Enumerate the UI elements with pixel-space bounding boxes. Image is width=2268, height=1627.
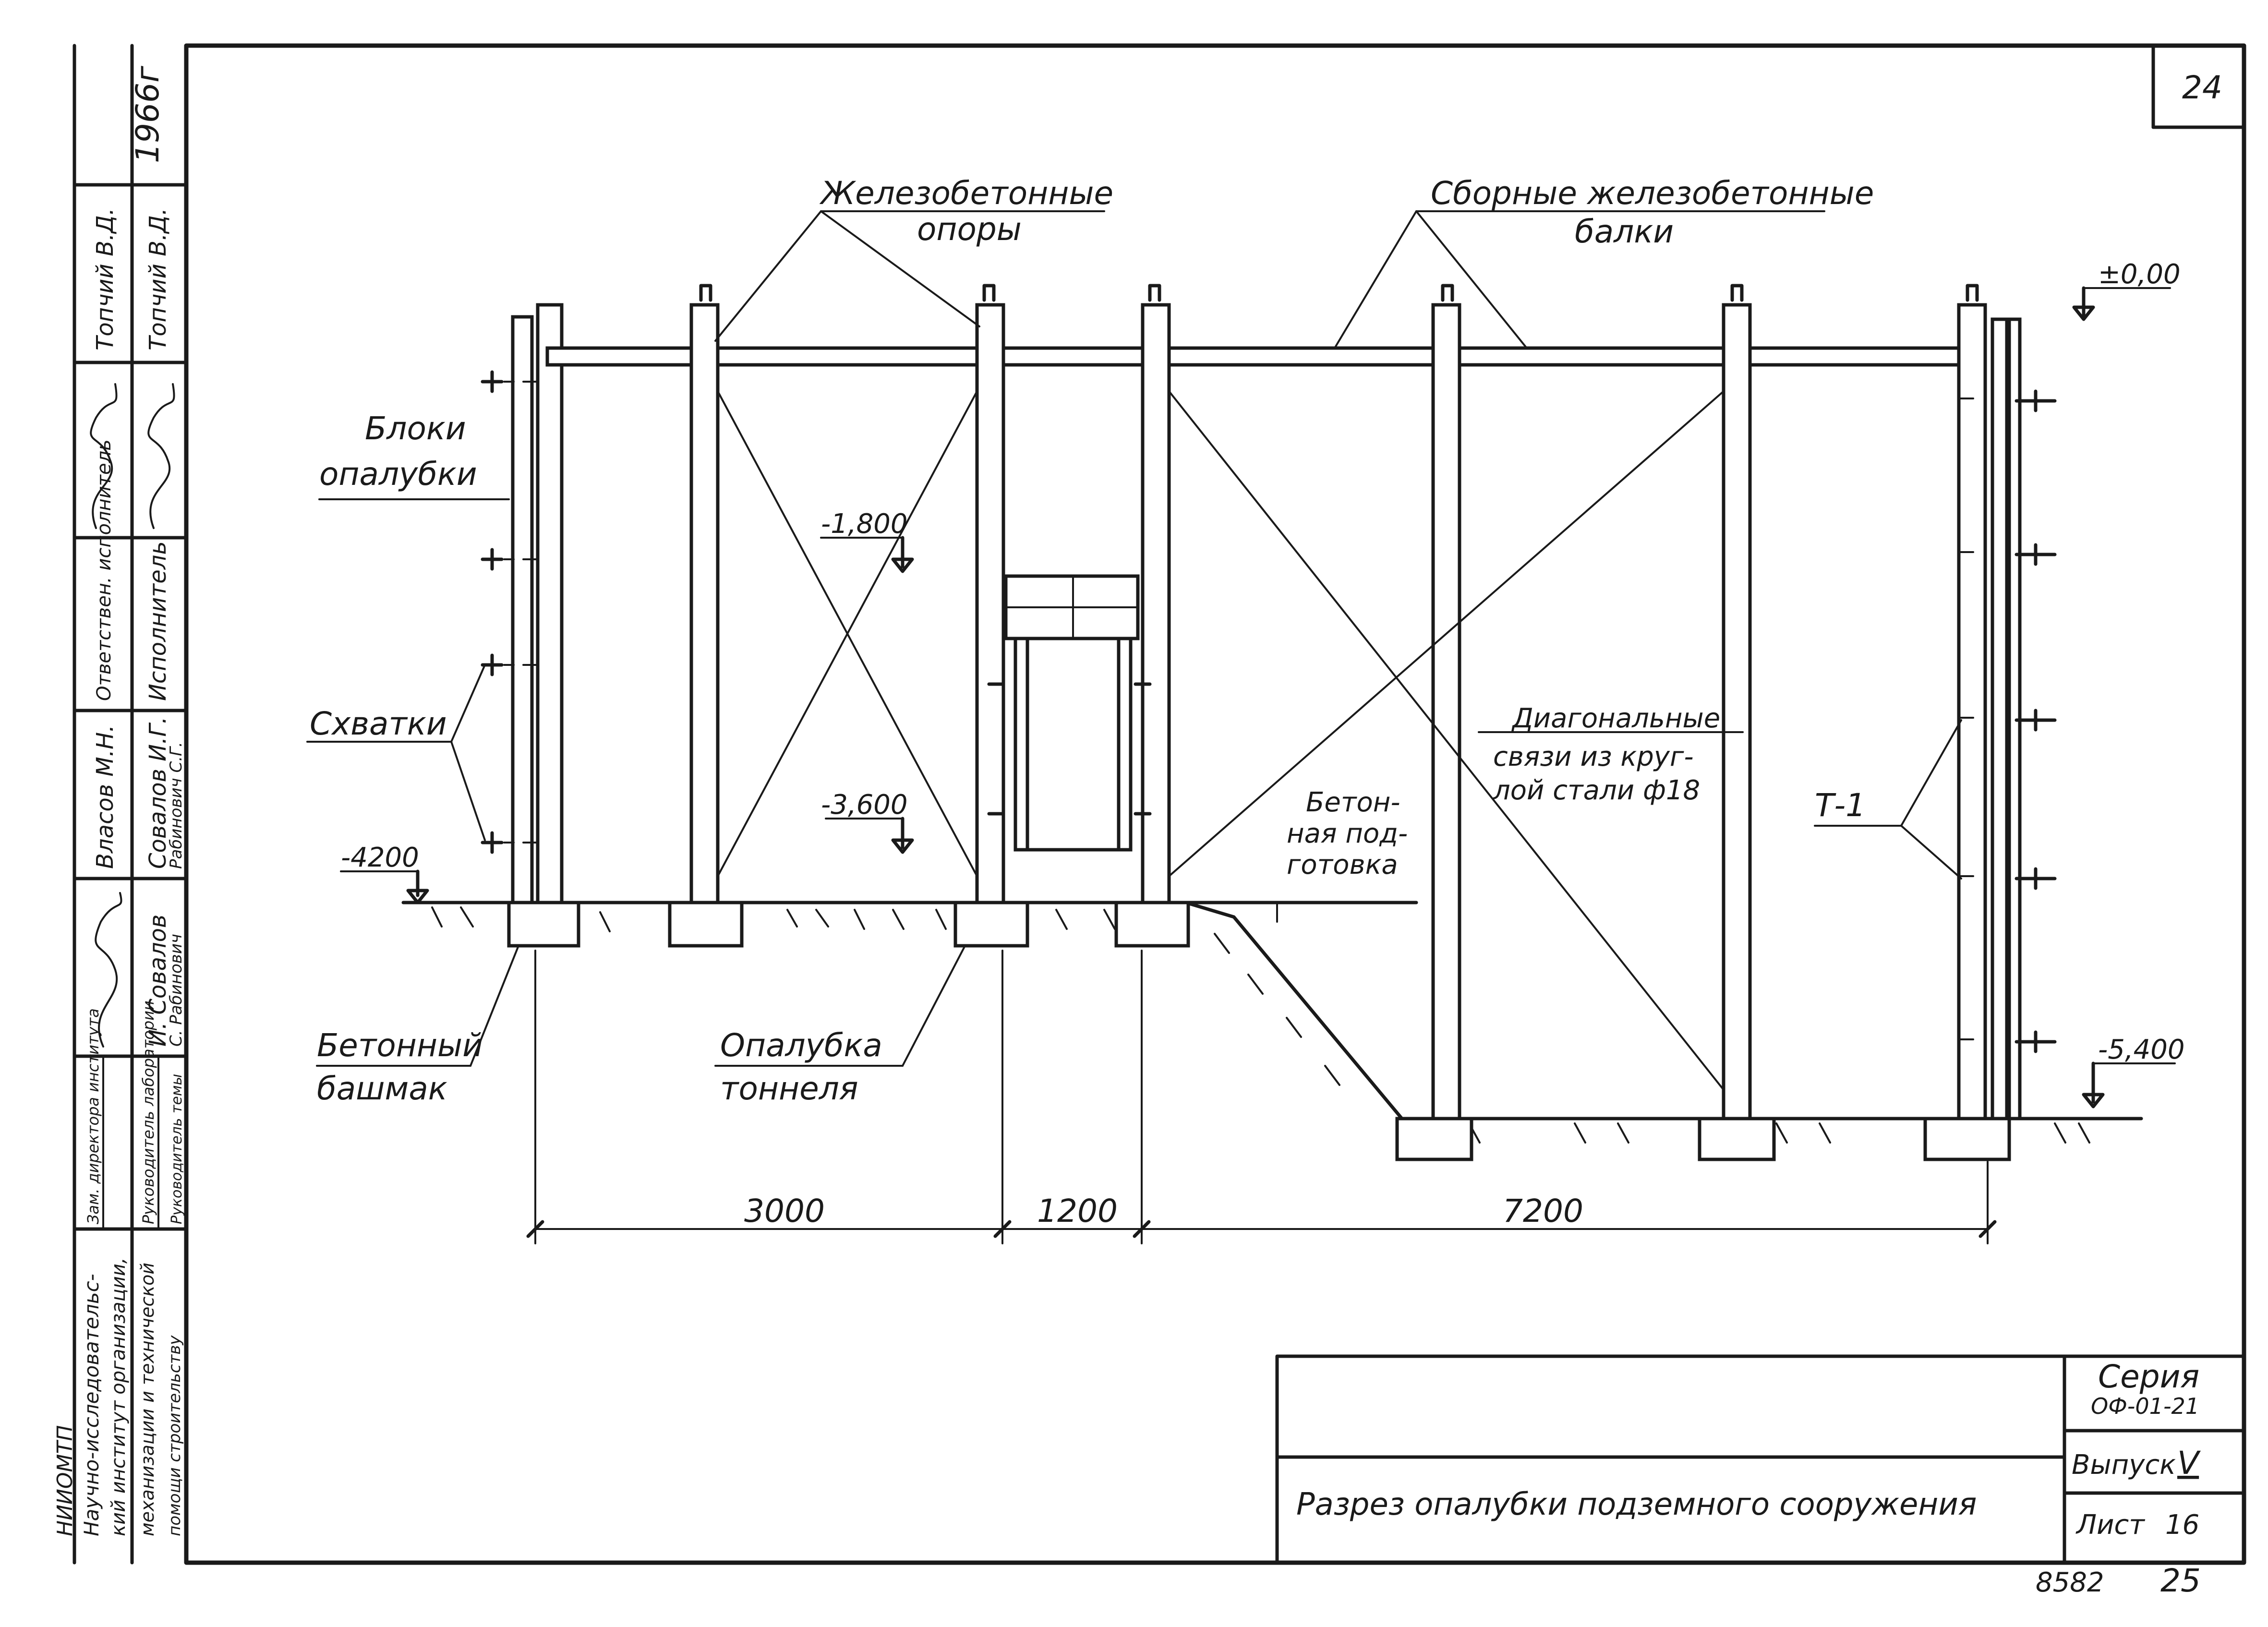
support-column <box>1141 303 1171 904</box>
label-diagonal-1: Диагональные <box>1511 703 1720 734</box>
level-marks <box>340 286 2176 1109</box>
label-concrete-prep-3: готовка <box>1287 849 1398 880</box>
series-value: ОФ-01-21 <box>2091 1393 2199 1419</box>
stamp-year: 1966г <box>129 66 166 163</box>
formwork-blocks <box>481 315 2057 1121</box>
level-4200: -4200 <box>341 842 419 873</box>
label-diagonal-2: связи из круг- <box>1493 741 1694 772</box>
label-supports-1: Железобетонные <box>819 175 1113 212</box>
stamp-role-1: Зам. директора института <box>84 1008 102 1224</box>
title-text: Разрез опалубки подземного сооружения <box>1296 1487 1977 1522</box>
bottom-page: 25 <box>2160 1562 2201 1599</box>
stamp-org-1: НИИОМТП <box>53 1425 77 1536</box>
support-column <box>1431 303 1461 1121</box>
level-3600: -3,600 <box>821 789 908 820</box>
stamp-org-3: кий институт организации, <box>108 1257 130 1536</box>
footing <box>1395 1117 1473 1161</box>
stamp-sig-rabinovich: С. Рабинович <box>167 934 186 1047</box>
footing <box>668 901 744 948</box>
label-concrete-shoe-2: башмак <box>317 1070 447 1107</box>
footing <box>1923 1117 2011 1161</box>
footing <box>1698 1117 1776 1161</box>
tunnel-formwork <box>987 574 1152 852</box>
stamp-role-2: Руководитель лаборатории <box>139 1000 157 1224</box>
side-stamp-text: 1966г Топчий В.Д. Топчий В.Д. Ответствен… <box>53 66 186 1536</box>
level-5400: -5,400 <box>2098 1034 2185 1065</box>
sheet-frame <box>184 43 2246 1565</box>
leader-lines <box>306 210 1962 1067</box>
dim-7200: 7200 <box>1503 1193 1583 1229</box>
bottom-number: 8582 <box>2036 1567 2104 1598</box>
stamp-name-rabinovich: Рабинович С.Г. <box>167 742 186 869</box>
support-columns <box>536 284 1987 1121</box>
stamp-name-vlasov: Власов М.Н. <box>92 725 119 869</box>
title-block: Разрез опалубки подземного сооружения Се… <box>1275 1354 2246 1599</box>
annotations: Железобетонные опоры Сборные железобетон… <box>310 175 2185 1229</box>
label-diagonal-3: лой стали ф18 <box>1493 775 1700 806</box>
stamp-role-5: Исполнитель <box>145 541 171 701</box>
sheet-number: 24 <box>2182 69 2222 106</box>
stamp-name-sovalov: Совалов И.Г. <box>145 717 171 869</box>
dim-1200: 1200 <box>1037 1193 1118 1229</box>
label-t1: Т-1 <box>1815 787 1866 824</box>
label-formwork-blocks-2: опалубки <box>319 456 477 493</box>
footing <box>507 901 580 948</box>
footing <box>1114 901 1190 948</box>
label-tunnel-formwork-1: Опалубка <box>720 1027 882 1064</box>
beam <box>1001 346 1145 367</box>
beam <box>1167 346 1435 367</box>
stamp-org-5: помощи строительству <box>165 1335 184 1536</box>
signature-mark <box>90 383 118 529</box>
signature-mark <box>147 383 175 529</box>
support-column <box>1957 303 1987 1121</box>
label-beams-2: балки <box>1575 213 1674 250</box>
stamp-sig-sovalov: И. Совалов <box>145 915 171 1047</box>
stamp-org-4: механизации и технической <box>137 1263 158 1536</box>
beam <box>545 346 693 367</box>
sheet-label: Лист <box>2075 1509 2145 1541</box>
dimension-lines <box>526 950 1997 1244</box>
label-concrete-prep-1: Бетон- <box>1306 787 1400 818</box>
stamp-org-2: Научно-исследовательс- <box>80 1274 103 1536</box>
level-1800: -1,800 <box>821 508 908 540</box>
footings <box>507 901 2011 1161</box>
label-concrete-shoe-1: Бетонный <box>317 1027 483 1064</box>
label-clamps: Схватки <box>310 705 447 742</box>
ground-profile <box>401 901 2143 1144</box>
signature-mark <box>95 892 122 1048</box>
label-supports-2: опоры <box>917 211 1022 248</box>
stamp-name-topchiy-1: Топчий В.Д. <box>92 208 119 350</box>
label-tunnel-formwork-2: тоннеля <box>720 1070 858 1107</box>
label-beams-1: Сборные железобетонные <box>1431 175 1874 212</box>
diagonal-ties <box>717 390 1725 1091</box>
precast-beams <box>545 346 1961 367</box>
sheet-value: 16 <box>2165 1509 2199 1541</box>
issue-value: V <box>2177 1445 2201 1482</box>
stamp-name-topchiy-2: Топчий В.Д. <box>145 208 171 350</box>
beam <box>716 346 979 367</box>
issue-label: Выпуск <box>2072 1449 2176 1481</box>
support-column <box>1722 303 1752 1121</box>
dim-3000: 3000 <box>744 1193 825 1229</box>
beam <box>1458 346 1725 367</box>
footing <box>953 901 1029 948</box>
support-column <box>689 303 720 904</box>
level-top: ±0,00 <box>2098 259 2181 290</box>
stamp-role-4: Ответствен. исполнитель <box>93 439 115 701</box>
stamp-role-3: Руководитель темы <box>169 1074 185 1224</box>
support-column <box>536 303 564 904</box>
beam <box>1748 346 1961 367</box>
side-stamp <box>72 44 188 1565</box>
support-column <box>975 303 1005 904</box>
series-label: Серия <box>2098 1358 2199 1395</box>
label-concrete-prep-2: ная под- <box>1287 818 1408 849</box>
label-formwork-blocks-1: Блоки <box>365 410 466 447</box>
